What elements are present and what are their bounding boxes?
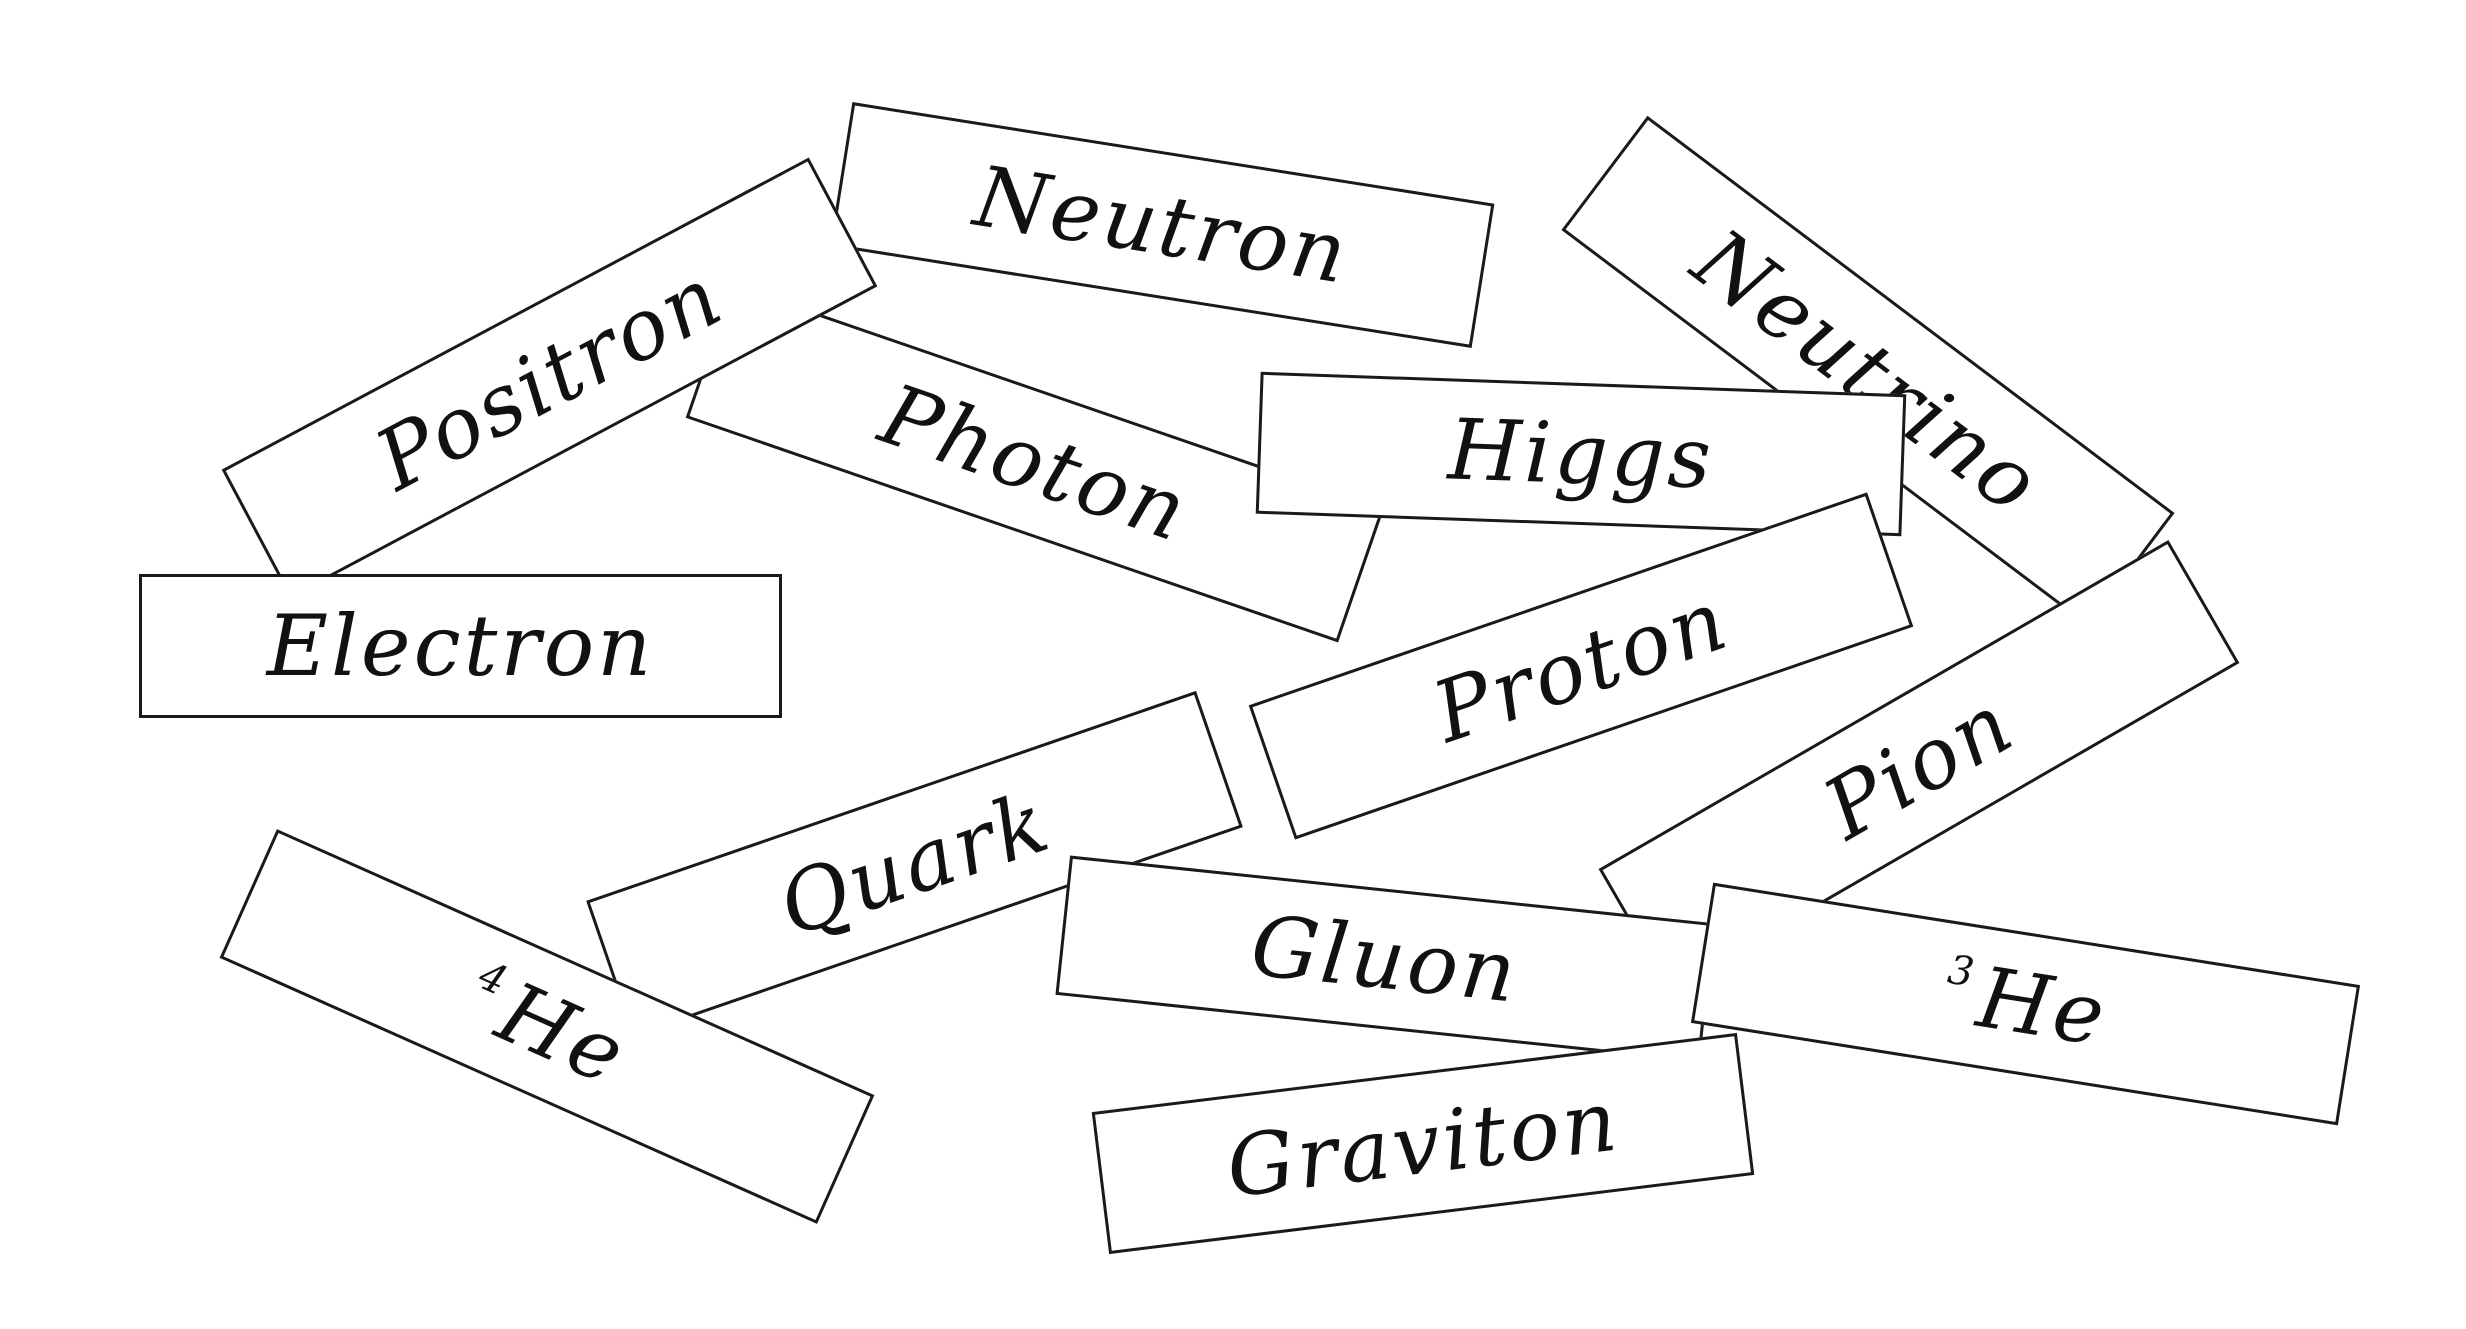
card-label-graviton: Graviton — [1221, 1070, 1625, 1217]
card-label-photon: Photon — [868, 364, 1202, 562]
card-label-helium-3: 3He — [1944, 946, 2114, 1066]
card-label-positron: Positron — [360, 246, 739, 510]
card-electron: Electron — [139, 574, 782, 718]
card-helium-3: 3He — [1690, 882, 2361, 1126]
card-label-quark: Quark — [766, 772, 1063, 956]
card-label-gluon: Gluon — [1246, 896, 1524, 1022]
card-graviton: Graviton — [1091, 1032, 1755, 1255]
card-label-higgs: Higgs — [1446, 400, 1716, 508]
card-neutron: Neutron — [829, 102, 1495, 348]
card-label-pion: Pion — [1807, 673, 2031, 859]
card-label-neutron: Neutron — [968, 147, 1356, 303]
card-superscript-helium-3: 3 — [1944, 946, 1980, 997]
card-label-electron: Electron — [266, 597, 655, 695]
card-label-proton: Proton — [1421, 570, 1741, 762]
